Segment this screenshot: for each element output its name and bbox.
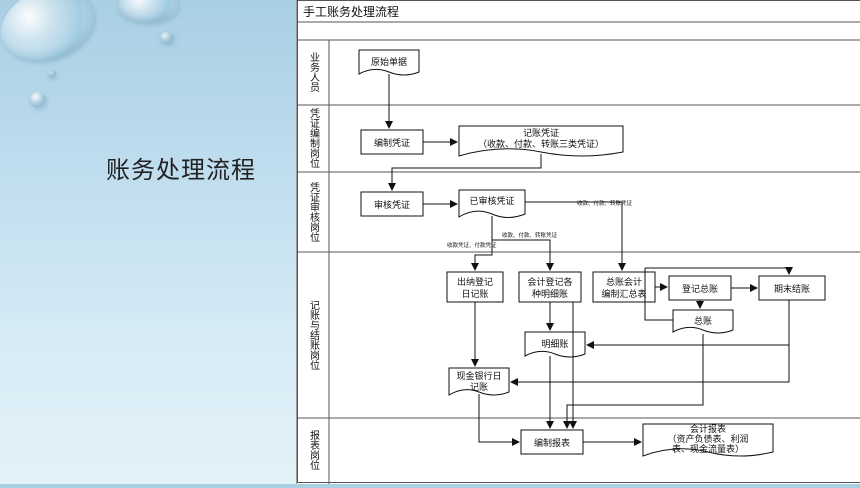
node-gl-acct-label-2: 编制汇总表	[601, 288, 646, 300]
edge-label-to-cashier: 收款凭证、付款凭证	[447, 241, 497, 249]
water-drop-decoration	[0, 0, 104, 74]
node-acct-label-1: 会计登记各	[527, 276, 572, 288]
lane-label-voucher-audit: 凭证审核岗位	[308, 181, 320, 242]
node-cash-bank-label-1: 现金银行日	[456, 370, 501, 382]
node-make-voucher-label: 编制凭证	[374, 137, 410, 149]
flowchart-sheet: 手工账务处理流程 业务人员 凭证编制岗位 凭证审核岗位 记账与结账岗位 报表岗位…	[296, 0, 860, 484]
node-post-gl-label: 登记总账	[682, 283, 718, 295]
lane-label-bookkeeping: 记账与结账岗位	[308, 300, 320, 370]
node-acct-label-2: 种明细账	[532, 288, 568, 300]
lane-label-business: 业务人员	[308, 52, 320, 93]
lane-label-voucher-prep: 凭证编制岗位	[308, 107, 320, 168]
node-make-report-label: 编制报表	[534, 437, 570, 449]
node-report-doc-label-2: （资产负债表、利润	[667, 433, 748, 445]
edge-label-to-gl: 收款、付款、转账凭证	[577, 199, 633, 207]
node-audited-voucher-label: 已审核凭证	[469, 195, 514, 207]
lane-label-reporting: 报表岗位	[308, 429, 320, 470]
diagram-title: 手工账务处理流程	[303, 4, 399, 19]
node-detail-doc-label: 明细账	[541, 338, 568, 350]
water-drop-decoration	[30, 92, 46, 108]
node-report-doc-label-3: 表、现金流量表）	[672, 443, 744, 455]
water-drop-decoration	[118, 0, 178, 23]
edge-label-to-acct: 收款、付款、转账凭证	[502, 231, 558, 239]
water-drop-decoration	[48, 70, 56, 78]
node-gl-doc-label: 总账	[694, 315, 712, 327]
slide-title: 账务处理流程	[106, 150, 256, 185]
node-cash-bank-label-2: 记账	[470, 382, 488, 393]
node-cashier-label-2: 日记账	[461, 289, 488, 300]
node-period-close-label: 期末结账	[774, 283, 810, 295]
node-report-doc-label-1: 会计报表	[690, 423, 726, 435]
node-cashier-label-1: 出纳登记	[457, 276, 493, 288]
node-gl-acct-label-1: 总账会计	[606, 276, 642, 288]
flowchart-svg: 手工账务处理流程 业务人员 凭证编制岗位 凭证审核岗位 记账与结账岗位 报表岗位…	[297, 0, 860, 484]
node-voucher-doc-label-2: （收款、付款、转账三类凭证）	[478, 138, 604, 150]
node-audit-voucher-label: 审核凭证	[374, 199, 410, 211]
node-voucher-doc-label-1: 记账凭证	[523, 127, 559, 139]
node-original-doc-label: 原始单据	[371, 56, 407, 68]
water-drop-decoration	[160, 32, 174, 44]
